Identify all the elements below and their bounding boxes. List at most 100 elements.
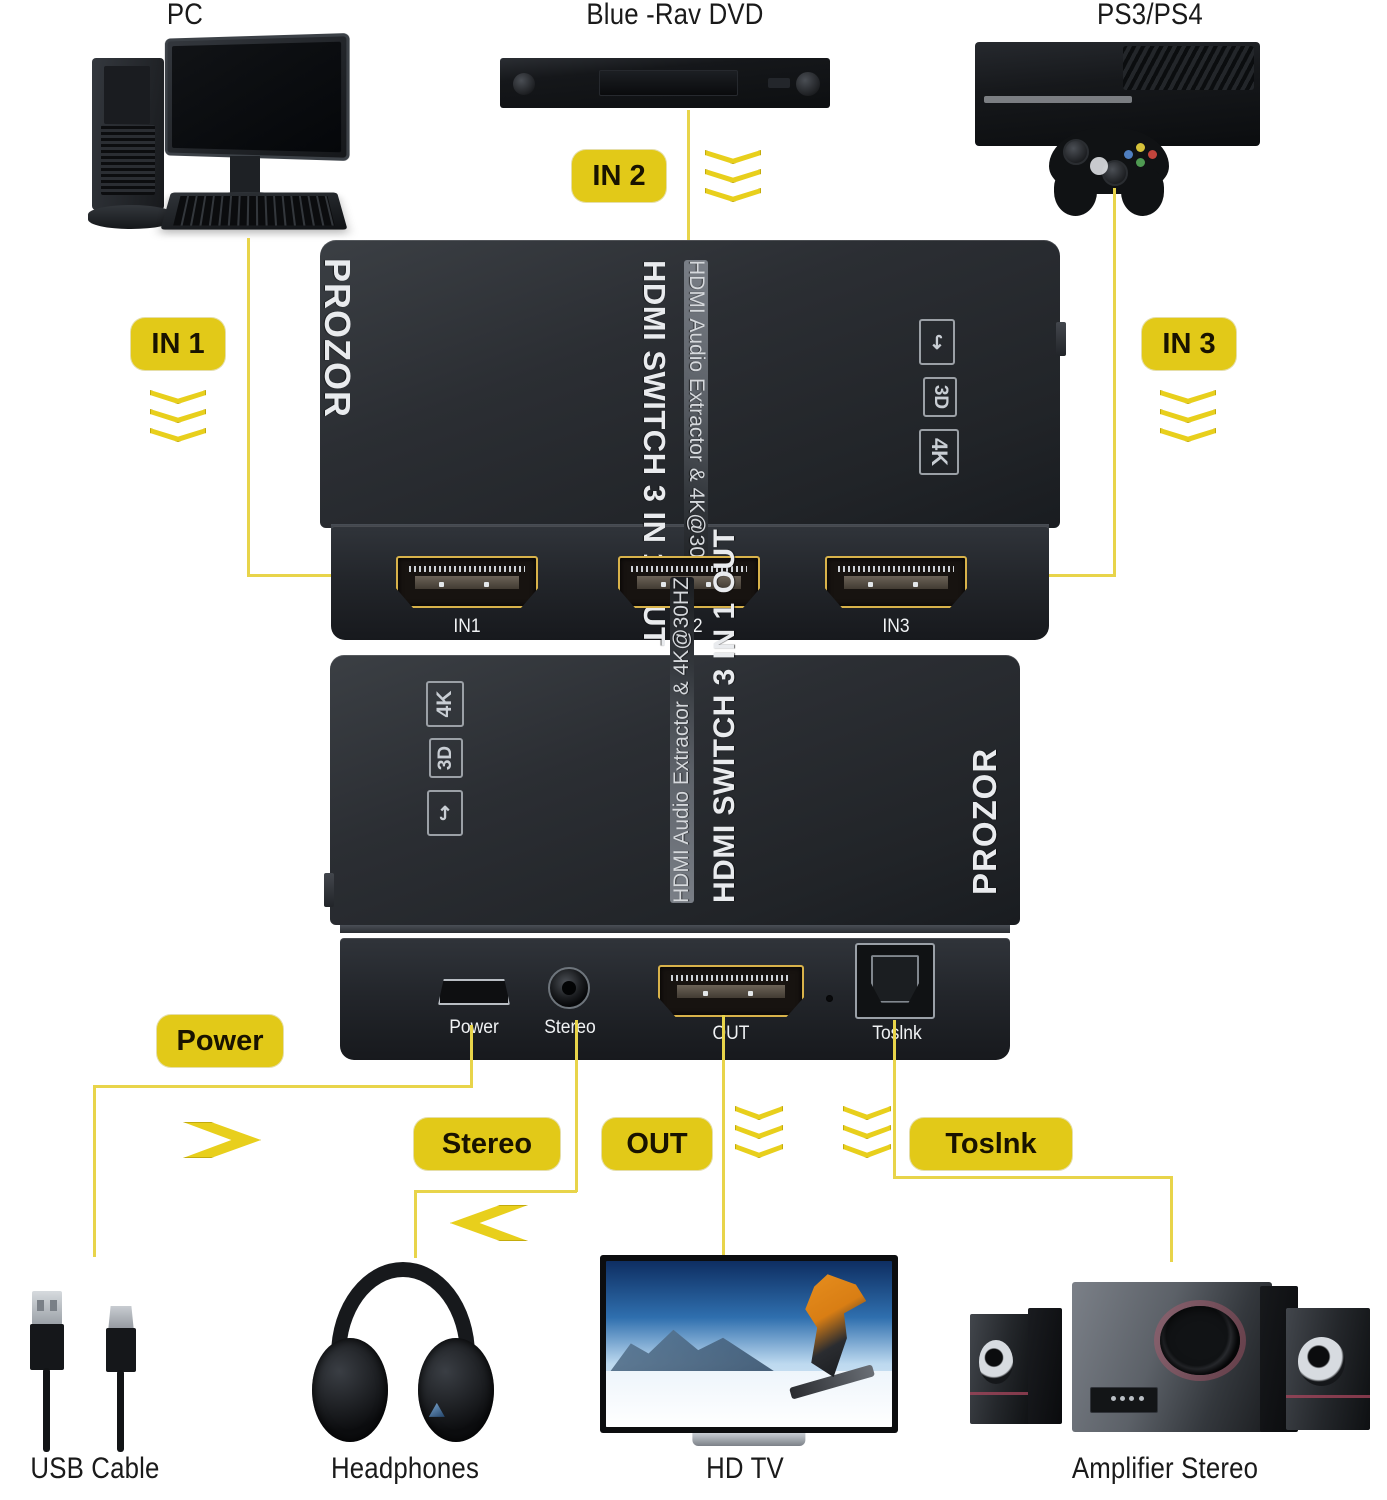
device-feature-rear: HDMI Audio Extractor & 4K@30HZ xyxy=(670,577,694,903)
usb-a-cord xyxy=(43,1368,50,1452)
pc-drive-bay xyxy=(104,66,150,124)
power-port[interactable] xyxy=(438,979,510,1005)
in1-port[interactable] xyxy=(396,556,538,608)
badge-in2[interactable]: IN 2 xyxy=(572,150,666,202)
in3-pins xyxy=(838,565,954,573)
badge-out[interactable]: OUT xyxy=(602,1118,712,1170)
satellite-speaker-right xyxy=(1286,1308,1370,1430)
pc-monitor-stand xyxy=(230,156,260,198)
chevrons-power xyxy=(183,1122,261,1163)
device-feature-top: HDMI Audio Extractor & 4K@30HZ xyxy=(684,260,708,586)
device-rear-edge xyxy=(340,925,1010,933)
gamepad-right-grip xyxy=(1121,167,1165,217)
subwoofer xyxy=(1072,1282,1272,1432)
source-caption-console: PS3/PS4 xyxy=(1097,0,1203,31)
satellite-left-driver xyxy=(978,1340,1014,1385)
wire-stereo-horizontal xyxy=(414,1190,577,1193)
power-port-label: Power xyxy=(449,1017,499,1038)
out-port[interactable] xyxy=(658,965,804,1017)
destination-caption-usb-cable: USB Cable xyxy=(30,1452,160,1485)
in3-port-label: IN3 xyxy=(882,616,910,637)
gamepad-left-stick xyxy=(1063,138,1090,165)
in1-pins xyxy=(409,565,525,573)
micro-usb-connector-tip xyxy=(108,1306,134,1332)
toslink-shutter xyxy=(870,955,920,1003)
headphones-illustration xyxy=(308,1262,498,1442)
console-illustration xyxy=(975,42,1265,232)
wire-out-vertical xyxy=(722,1015,725,1260)
badge-toslink[interactable]: Toslnk xyxy=(910,1118,1072,1170)
gamepad-dpad xyxy=(1089,157,1108,176)
console-disc-slot xyxy=(983,96,1132,104)
toslink-port[interactable] xyxy=(855,943,935,1019)
badge-stereo[interactable]: Stereo xyxy=(414,1118,560,1170)
pc-keyboard-keys xyxy=(172,195,336,226)
badge-power[interactable]: Power xyxy=(157,1015,283,1067)
hdtv-illustration xyxy=(600,1255,898,1446)
chevrons-stereo xyxy=(450,1205,528,1246)
in3-port[interactable] xyxy=(825,556,967,608)
device-brand-rear: PROZOR xyxy=(966,747,1003,895)
satellite-left-stripe xyxy=(970,1392,1032,1396)
status-led xyxy=(826,995,833,1002)
satellite-speaker-left xyxy=(970,1314,1032,1424)
bluray-open-button xyxy=(768,78,791,88)
4k-icon-rear: 4K xyxy=(426,681,464,727)
gamepad-button-x xyxy=(1124,150,1133,160)
pc-monitor-screen xyxy=(171,41,342,153)
gamepad-button-b xyxy=(1148,150,1157,160)
device-side-button-rear[interactable] xyxy=(324,873,334,907)
wire-toslink-stub xyxy=(893,1020,896,1178)
hdtv-screen xyxy=(606,1261,892,1427)
usb-cable-illustration xyxy=(20,1258,170,1452)
destination-caption-amplifier: Amplifier Stereo xyxy=(1071,1452,1259,1485)
pc-tower-base xyxy=(88,205,174,229)
4k-icon: 4K xyxy=(919,429,959,475)
badge-in1[interactable]: IN 1 xyxy=(131,318,225,370)
chevrons-in3 xyxy=(1160,390,1216,447)
gamepad xyxy=(1049,128,1169,217)
device-model-rear: HDMI SWITCH 3 IN 1 OUT xyxy=(708,528,741,903)
pc-vent xyxy=(100,124,156,195)
satellite-right-driver xyxy=(1297,1337,1345,1387)
micro-usb-cord xyxy=(117,1370,124,1452)
destination-caption-headphones: Headphones xyxy=(330,1452,480,1485)
chevrons-out xyxy=(735,1106,783,1163)
subwoofer-control-panel xyxy=(1090,1387,1158,1413)
audio-out-icon: ↪ xyxy=(919,319,955,365)
source-caption-pc: PC xyxy=(166,0,204,31)
wire-toslink-horizontal xyxy=(893,1176,1173,1179)
subwoofer-driver xyxy=(1160,1306,1240,1375)
headphones-left-cup xyxy=(311,1337,388,1442)
device-side-button[interactable] xyxy=(1056,322,1066,356)
device-brand-top: PROZOR xyxy=(317,258,358,419)
headphones-right-cup xyxy=(418,1337,495,1442)
out-port-label: OUT xyxy=(712,1023,750,1044)
hdtv-stand xyxy=(692,1433,806,1446)
gamepad-left-grip xyxy=(1053,167,1097,217)
out-pins xyxy=(671,974,791,982)
audio-out-icon-rear: ↪ xyxy=(427,790,463,836)
switch-device-front: PROZOR HDMI SWITCH 3 IN 1 OUT HDMI Audio… xyxy=(317,240,1066,646)
wire-power-stub xyxy=(470,1025,473,1087)
hdtv-snowboarder xyxy=(805,1274,867,1378)
in2-pins xyxy=(631,565,747,573)
micro-usb-plug xyxy=(106,1328,136,1372)
in1-bar xyxy=(414,576,520,589)
satellite-right-stripe xyxy=(1286,1395,1370,1399)
3d-icon-rear: 3D xyxy=(429,738,463,778)
chevrons-in2 xyxy=(705,150,761,207)
bluray-eject-knob xyxy=(796,72,821,96)
wire-power-horizontal xyxy=(93,1085,473,1088)
stereo-port[interactable] xyxy=(548,967,590,1009)
badge-in3[interactable]: IN 3 xyxy=(1142,318,1236,370)
usb-a-connector-tip xyxy=(32,1291,62,1325)
destination-caption-hdtv: HD TV xyxy=(706,1452,784,1485)
pc-monitor xyxy=(164,33,350,161)
wire-pc-vertical xyxy=(247,238,250,576)
toslink-port-label: Toslnk xyxy=(872,1023,922,1044)
out-bar xyxy=(677,985,785,998)
pc-keyboard xyxy=(160,192,348,230)
gamepad-button-a xyxy=(1136,158,1145,168)
